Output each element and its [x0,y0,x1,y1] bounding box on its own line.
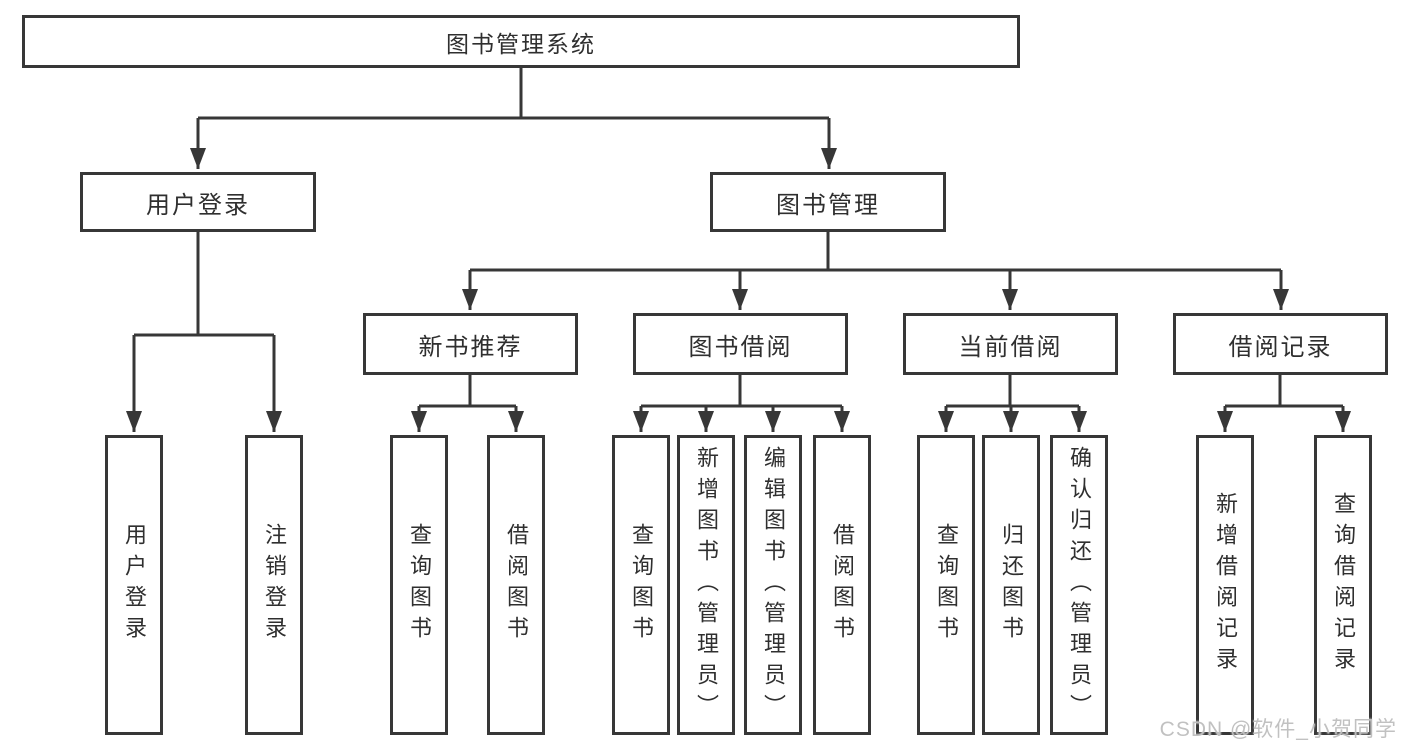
leaf-label: 查询图书 [629,523,654,647]
leaf-borrow-books-borrowing: 借阅图书 [813,435,871,735]
leaf-label: 归还图书 [999,523,1024,647]
node-book-borrowing: 图书借阅 [633,313,848,375]
node-label: 借阅记录 [1228,333,1333,361]
node-label: 图书管理系统 [446,30,596,57]
leaf-label: 查询图书 [407,523,432,647]
node-new-book-recommendation: 新书推荐 [363,313,578,375]
leaf-user-login: 用户登录 [105,435,163,735]
leaf-add-book-admin: 新增图书（管理员） [677,435,735,735]
node-library-management-system: 图书管理系统 [22,15,1020,68]
node-borrowing-records: 借阅记录 [1173,313,1388,375]
node-user-login: 用户登录 [80,172,316,232]
node-current-borrowing: 当前借阅 [903,313,1118,375]
leaf-label: 借阅图书 [830,523,855,647]
leaf-query-books-borrowing: 查询图书 [612,435,670,735]
csdn-watermark: CSDN @软件_小贺同学 [1159,718,1397,741]
leaf-query-books-current: 查询图书 [917,435,975,735]
leaf-query-borrow-record: 查询借阅记录 [1314,435,1372,735]
leaf-query-books-recommend: 查询图书 [390,435,448,735]
leaf-label: 查询借阅记录 [1331,492,1356,678]
leaf-label: 用户登录 [122,523,147,647]
leaf-label: 编辑图书（管理员） [761,445,786,725]
leaf-borrow-books-recommend: 借阅图书 [487,435,545,735]
leaf-logout: 注销登录 [245,435,303,735]
node-label: 图书借阅 [688,333,793,361]
node-book-management: 图书管理 [710,172,946,232]
leaf-confirm-return-admin: 确认归还（管理员） [1050,435,1108,735]
leaf-label: 新增借阅记录 [1213,492,1238,678]
leaf-label: 查询图书 [934,523,959,647]
leaf-label: 注销登录 [262,523,287,647]
leaf-add-borrow-record: 新增借阅记录 [1196,435,1254,735]
leaf-label: 借阅图书 [504,523,529,647]
node-label: 新书推荐 [418,333,523,361]
leaf-label: 新增图书（管理员） [694,445,719,725]
leaf-return-books: 归还图书 [982,435,1040,735]
node-label: 当前借阅 [958,333,1063,361]
node-label: 图书管理 [776,191,880,219]
leaf-edit-book-admin: 编辑图书（管理员） [744,435,802,735]
node-label: 用户登录 [146,191,250,219]
leaf-label: 确认归还（管理员） [1067,445,1092,725]
